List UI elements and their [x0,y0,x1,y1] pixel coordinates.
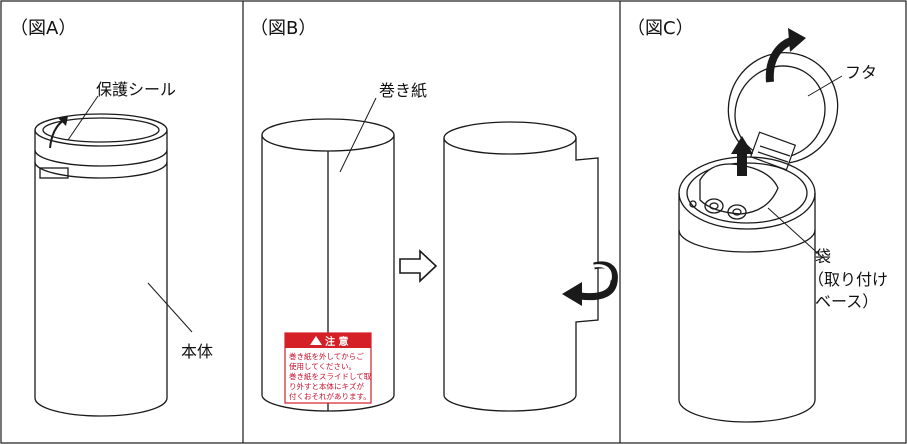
wrapper-label: 巻き紙 [379,81,427,100]
unwrapping-canister [443,121,599,412]
seal-label: 保護シール [96,80,176,99]
bag-label-line-3: ベース） [815,292,878,311]
wrapper-leader-line [339,97,377,173]
body-label: 本体 [181,342,213,361]
panel-c-title: （図C） [627,18,694,39]
canister-body [34,113,168,417]
warning-line-3: 巻き紙をスライドして取 [289,371,372,381]
seal-leader-line [67,95,99,141]
body-leader-line [147,282,193,333]
lid [727,52,839,164]
lid-label: フタ [845,63,877,82]
peel-arrow-icon [49,116,68,149]
bag-label-line-2: （取り付け [808,270,888,289]
lift-up-arrow-icon [731,136,753,176]
warning-title: 注 意 [325,335,348,348]
warning-sticker: 注 意 巻き紙を外してからご 使用してください。 巻き紙をスライドして取 り外す… [284,332,372,404]
hinge [749,131,797,171]
next-step-arrow-icon [399,249,438,283]
warning-line-5: 付くおそれがあります。 [289,391,371,401]
warning-line-2: 使用してください。 [289,361,356,371]
lid-open-arrow-icon [765,28,806,83]
panel-a-title: （図A） [10,18,76,39]
panel-c: （図C） [627,18,888,423]
panel-b-title: （図B） [250,18,316,39]
bag-label-line-1: 袋 [815,247,831,266]
bag-leader-line [767,207,824,259]
warning-line-1: 巻き紙を外してからご [289,351,364,361]
unwrap-direction-arrow-icon [562,261,618,306]
panel-b: （図B） 注 意 巻き紙を外してからご 使用してください。 巻き紙をスライドして… [250,18,618,412]
warning-triangle-icon [310,336,322,345]
warning-line-4: り外すと本体にキズが [289,381,364,391]
wrapped-canister [261,118,395,412]
canister-open [678,156,816,423]
lid-leader-line [807,75,843,97]
panel-a: （図A） 保護シール 本体 [10,18,213,417]
